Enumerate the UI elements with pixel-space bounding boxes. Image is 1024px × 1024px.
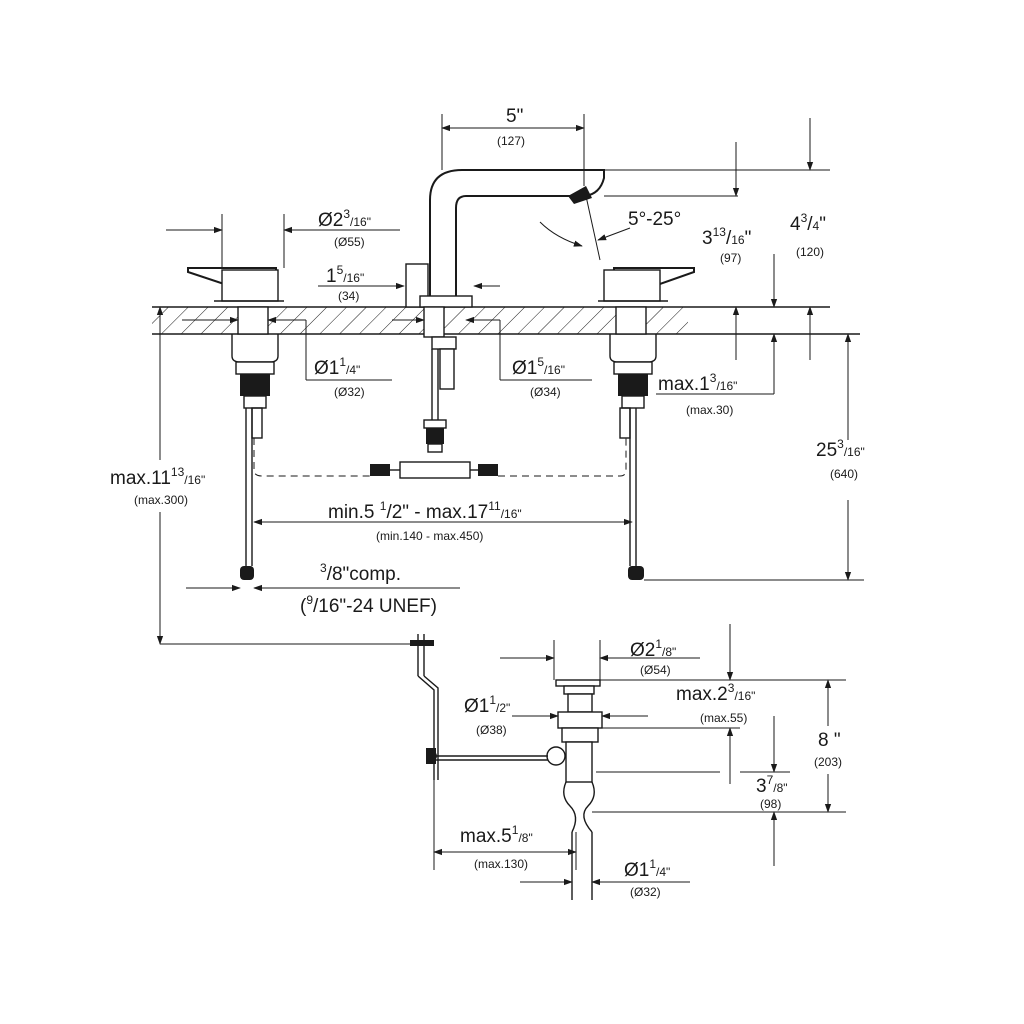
max-depth-label: max.1113/16" xyxy=(110,465,205,489)
supply-height-metric: (640) xyxy=(830,467,858,481)
max-depth-metric: (max.300) xyxy=(134,493,188,507)
tailpiece-label: Ø11/4" xyxy=(624,857,670,881)
spout-height-label: 313/16" xyxy=(702,225,751,249)
handle-dia-label: Ø23/16" xyxy=(318,207,371,231)
spread-label: min.5 1/2" - max.1711/16" xyxy=(328,499,522,523)
drain-total-metric: (203) xyxy=(814,755,842,769)
left-handle xyxy=(187,267,284,580)
drain-flange-metric: (Ø54) xyxy=(640,663,671,677)
total-height-metric: (120) xyxy=(796,245,824,259)
spout-reach-label: 5" xyxy=(506,106,523,127)
drain-arm-metric: (98) xyxy=(760,797,781,811)
drain-flange-label: Ø21/8" xyxy=(630,637,676,661)
spread-metric: (min.140 - max.450) xyxy=(376,529,483,543)
spout-base-metric: (34) xyxy=(338,289,359,303)
handle-dia-metric: (Ø55) xyxy=(334,235,365,249)
spout-base-label: 15/16" xyxy=(326,263,364,287)
drain-max-label: max.23/16" xyxy=(676,681,755,705)
hole-center-metric: (Ø34) xyxy=(530,385,561,399)
connection-thread-label: (9/16"-24 UNEF) xyxy=(300,593,437,617)
spout-height-metric: (97) xyxy=(720,251,741,265)
pop-rod-metric: (max.130) xyxy=(474,857,528,871)
tailpiece-metric: (Ø32) xyxy=(630,885,661,899)
drain-arm-label: 37/8" xyxy=(756,773,788,797)
spout-shank xyxy=(370,306,498,479)
deck-metric: (max.30) xyxy=(686,403,733,417)
drain-body-label: Ø11/2" xyxy=(464,693,510,717)
dimension-lines xyxy=(156,114,864,886)
drain-max-metric: (max.55) xyxy=(700,711,747,725)
pop-rod-label: max.51/8" xyxy=(460,823,533,847)
drain-total-label: 8 " xyxy=(818,730,841,751)
hole-left-label: Ø11/4" xyxy=(314,355,360,379)
drain-assembly xyxy=(410,634,603,900)
total-height-label: 43/4" xyxy=(790,211,826,235)
hole-center-label: Ø15/16" xyxy=(512,355,565,379)
hole-left-metric: (Ø32) xyxy=(334,385,365,399)
spout-reach-metric: (127) xyxy=(497,134,525,148)
deck-label: max.13/16" xyxy=(658,371,737,395)
hose-route xyxy=(253,438,627,477)
spout xyxy=(405,169,605,308)
right-handle xyxy=(598,267,695,580)
supply-height-label: 253/16" xyxy=(816,437,865,461)
drain-body-metric: (Ø38) xyxy=(476,723,507,737)
angle-label: 5°-25° xyxy=(628,209,681,230)
connection-label: 3/8"comp. xyxy=(320,561,401,585)
